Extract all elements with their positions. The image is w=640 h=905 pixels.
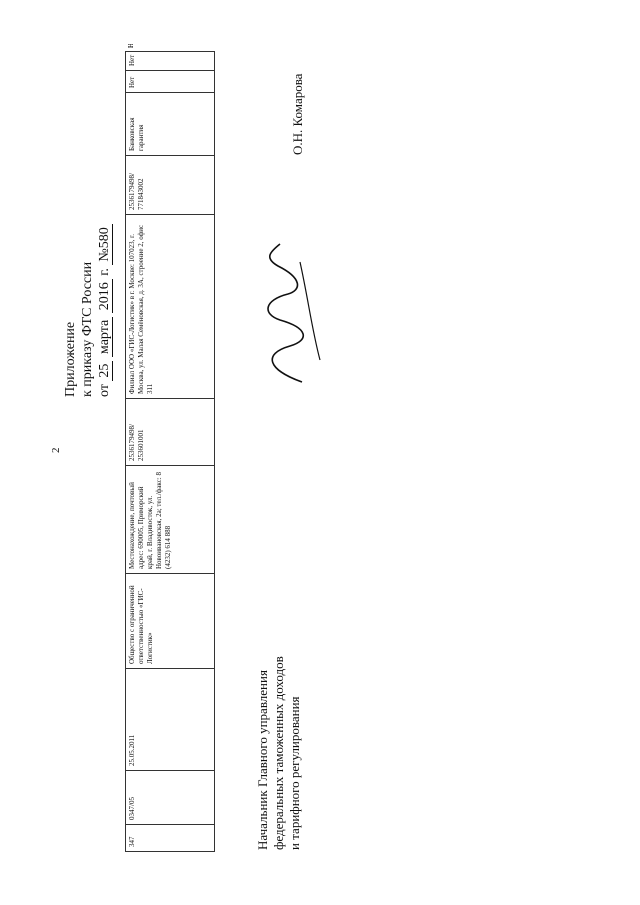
appendix-heading: Приложение к приказу ФТС России от 25 ма… [62,127,113,397]
cell-col13: Нет [125,44,215,52]
position-line-3: и тарифного регулирования [287,696,302,850]
signatory-position: Начальник Главного управления федеральны… [255,610,303,850]
date-day: 25 [97,360,113,381]
date-month: марта [97,316,113,358]
handwritten-signature [267,243,321,383]
cell-branch: Филиал ООО «ГИС-Логистик» в г. Москве: 1… [125,214,215,399]
cell-inn-kpp: 2536179498/ 253601001 [125,398,215,466]
table-row: 347 0347/05 25.05.2011 Общество с ограни… [125,44,215,852]
date-year-suffix: г. [97,268,112,276]
date-prefix: от [97,384,112,397]
cell-location: Местонахождение, почтовый адрес: 690005,… [125,465,215,574]
date-year: 2016 [97,279,113,314]
appendix-date-line: от 25 марта 2016 г. №580 [96,127,113,397]
appendix-order-ref: к приказу ФТС России [80,261,95,397]
position-line-2: федеральных таможенных доходов [271,656,286,850]
position-line-1: Начальник Главного управления [255,670,270,850]
cell-date: 25.05.2011 [125,668,215,771]
signer-name: О.Н. Комарова [290,73,305,155]
appendix-title: Приложение [63,321,78,397]
cell-branch-inn-kpp: 2536179498/ 771843002 [125,155,215,215]
cell-index: 347 [125,824,215,852]
cell-org-form: Общество с ограниченной ответственностью… [125,573,215,669]
cell-reg-number: 0347/05 [125,770,215,825]
order-number: №580 [97,224,113,265]
cell-col10: Нет [125,70,215,93]
cell-col11: Нет [125,51,215,71]
cell-guarantee: Банковская гарантия [125,92,215,156]
